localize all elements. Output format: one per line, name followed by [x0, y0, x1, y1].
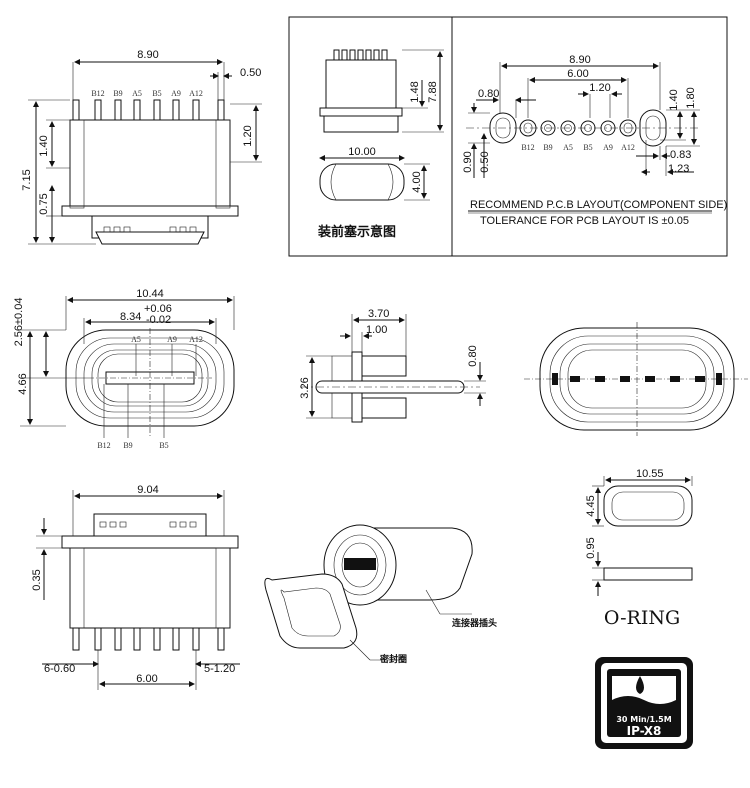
- pcb-layout: 8.90 6.00 1.20 0.80: [462, 54, 727, 227]
- bottom-right: 5-1.20: [204, 663, 235, 675]
- pcb-pin-label: A12: [621, 143, 635, 152]
- pcb-pin-label: B5: [583, 143, 592, 152]
- pcb-d080: 0.80: [478, 88, 499, 100]
- front-pin-top: A5: [131, 335, 141, 344]
- seal-label: 密封圈: [379, 653, 407, 665]
- plug-h1: 1.48: [409, 81, 421, 102]
- side-t: 0.80: [467, 345, 479, 366]
- bottom-w: 9.04: [137, 484, 158, 496]
- plug-caption: 装前塞示意图: [317, 224, 396, 240]
- front-tol-minus: -0.02: [146, 314, 171, 326]
- top-width-dim: 8.90: [137, 49, 158, 61]
- front-pin-top: A12: [189, 335, 203, 344]
- oring-label: O-RING: [604, 607, 680, 629]
- pin-label: A5: [132, 89, 142, 98]
- pin-label: B9: [113, 89, 122, 98]
- pcb-title: RECOMMEND P.C.B LAYOUT(COMPONENT SIDE): [470, 199, 727, 211]
- front-pin-top: A9: [167, 335, 177, 344]
- side-view: 3.70 1.00 3.26 0.80: [299, 308, 486, 423]
- front-pin-bottom: B9: [123, 441, 132, 450]
- bottom-pitch: 6.00: [136, 673, 157, 685]
- pcb-tolerance: TOLERANCE FOR PCB LAYOUT IS ±0.05: [480, 215, 689, 227]
- top-view: 8.90 0.50 B12 B9 A5 B5 A9 A12 7.15 1.40 …: [21, 49, 262, 245]
- pcb-r140: 1.40: [668, 89, 680, 110]
- bottom-left: 6-0.60: [44, 663, 75, 675]
- front-v1: 2.56±0.04: [13, 298, 25, 347]
- pcb-w2: 6.00: [567, 68, 588, 80]
- oring-view: 10.55 4.45 0.95 O-RING: [585, 468, 693, 629]
- front-pin-bottom: B5: [159, 441, 168, 450]
- plug-pcb-frame: 1.48 7.88 10.00 4.00 装前塞示意图 8.90 6.00: [288, 16, 728, 257]
- water-drop-icon: [636, 676, 644, 694]
- pcb-w3: 1.20: [589, 82, 610, 94]
- front-w-inner: 8.34: [120, 311, 141, 323]
- pin-label: A12: [189, 89, 203, 98]
- top-offset-dim: 0.50: [240, 67, 261, 79]
- plug-h3: 4.00: [411, 171, 423, 192]
- side-w2: 1.00: [366, 324, 387, 336]
- pin-label: B5: [152, 89, 161, 98]
- pin-label: A9: [171, 89, 181, 98]
- dim-1-40: 1.40: [38, 135, 50, 156]
- pin-label: B12: [91, 89, 104, 98]
- dim-1-20: 1.20: [242, 125, 254, 146]
- isometric-view: 连接器插头 密封圈: [264, 524, 497, 665]
- pcb-d083: 0.83: [670, 149, 691, 161]
- front-view: 10.44 8.34 +0.06 -0.02 A5 A9 A12 B12 B9 …: [13, 288, 235, 450]
- top-height-dim: 7.15: [21, 169, 33, 190]
- front-pin-bottom: B12: [97, 441, 110, 450]
- dim-0-75: 0.75: [38, 193, 50, 214]
- side-h: 3.26: [299, 377, 311, 398]
- front-tol-plus: +0.06: [144, 303, 172, 315]
- front-v2: 4.66: [17, 373, 29, 394]
- pcb-w1: 8.90: [569, 54, 590, 66]
- oring-t: 0.95: [585, 537, 597, 558]
- pcb-r180: 1.80: [685, 87, 697, 108]
- front-sealed-view: [524, 322, 748, 436]
- pcb-v090: 0.90: [462, 151, 474, 172]
- ip-time: 30 Min/1.5M: [616, 715, 671, 724]
- bottom-v: 0.35: [31, 569, 43, 590]
- pcb-pin-label: B12: [521, 143, 534, 152]
- ip-badge: 30 Min/1.5M IP-X8: [595, 657, 693, 749]
- plug-w: 10.00: [348, 146, 376, 158]
- pcb-pin-label: B9: [543, 143, 552, 152]
- oring-h: 4.45: [585, 495, 597, 516]
- connector-label: 连接器插头: [452, 617, 497, 629]
- front-w-outer: 10.44: [136, 288, 164, 300]
- oring-w: 10.55: [636, 468, 664, 480]
- ip-rating: IP-X8: [627, 724, 662, 738]
- pcb-v050: 0.50: [479, 151, 491, 172]
- side-w1: 3.70: [368, 308, 389, 320]
- pcb-pin-label: A9: [603, 143, 613, 152]
- bottom-view: 9.04 0.35 6-0.60 5-1.20 6.00: [31, 484, 240, 690]
- plug-h2: 7.88: [427, 81, 439, 102]
- pcb-d123: 1.23: [668, 163, 689, 175]
- pcb-pin-label: A5: [563, 143, 573, 152]
